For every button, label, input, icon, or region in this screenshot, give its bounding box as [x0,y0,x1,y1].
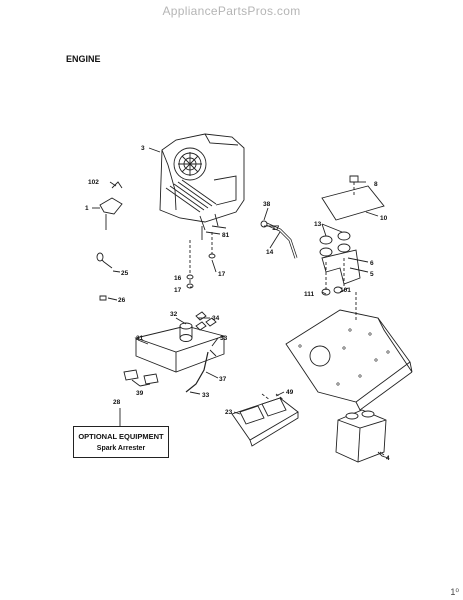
callout-81: 81 [222,232,230,239]
callout-28: 28 [113,399,121,406]
callout-32: 32 [170,311,178,318]
callout-102: 102 [88,179,99,186]
site-watermark: AppliancePartsPros.com [162,4,301,18]
callout-17a: 17 [174,287,182,294]
callout-49: 49 [286,389,294,396]
callout-39: 39 [136,390,144,397]
callout-23: 23 [225,409,233,416]
callout-17b: 17 [218,271,226,278]
page-number: 1⁰ [450,587,459,597]
callout-26: 26 [118,297,126,304]
callout-101: 101 [340,287,351,294]
callout-34: 34 [212,315,220,322]
callout-33b: 33 [202,392,210,399]
callout-33a: 33 [220,335,228,342]
callout-38: 38 [263,201,271,208]
optional-equipment-subtitle: Spark Arrester [96,445,146,452]
engine-block [159,133,245,231]
section-title: ENGINE [66,54,101,64]
callout-37: 37 [219,376,227,383]
callout-13: 13 [314,221,322,228]
callout-17c: 17 [272,225,280,232]
callout-14: 14 [266,249,274,256]
callout-16: 16 [174,275,182,282]
callout-6: 6 [370,260,374,267]
callout-8: 8 [374,181,378,188]
optional-equipment-title: OPTIONAL EQUIPMENT [78,432,164,441]
callout-31: 31 [136,335,144,342]
callout-3: 3 [141,145,145,152]
callout-4: 4 [386,455,390,462]
callout-1: 1 [85,205,89,212]
optional-equipment-box: OPTIONAL EQUIPMENT Spark Arrester [73,426,169,458]
callout-10: 10 [380,215,388,222]
callout-111: 111 [304,291,315,298]
callout-5: 5 [370,271,374,278]
callout-25: 25 [121,270,129,277]
